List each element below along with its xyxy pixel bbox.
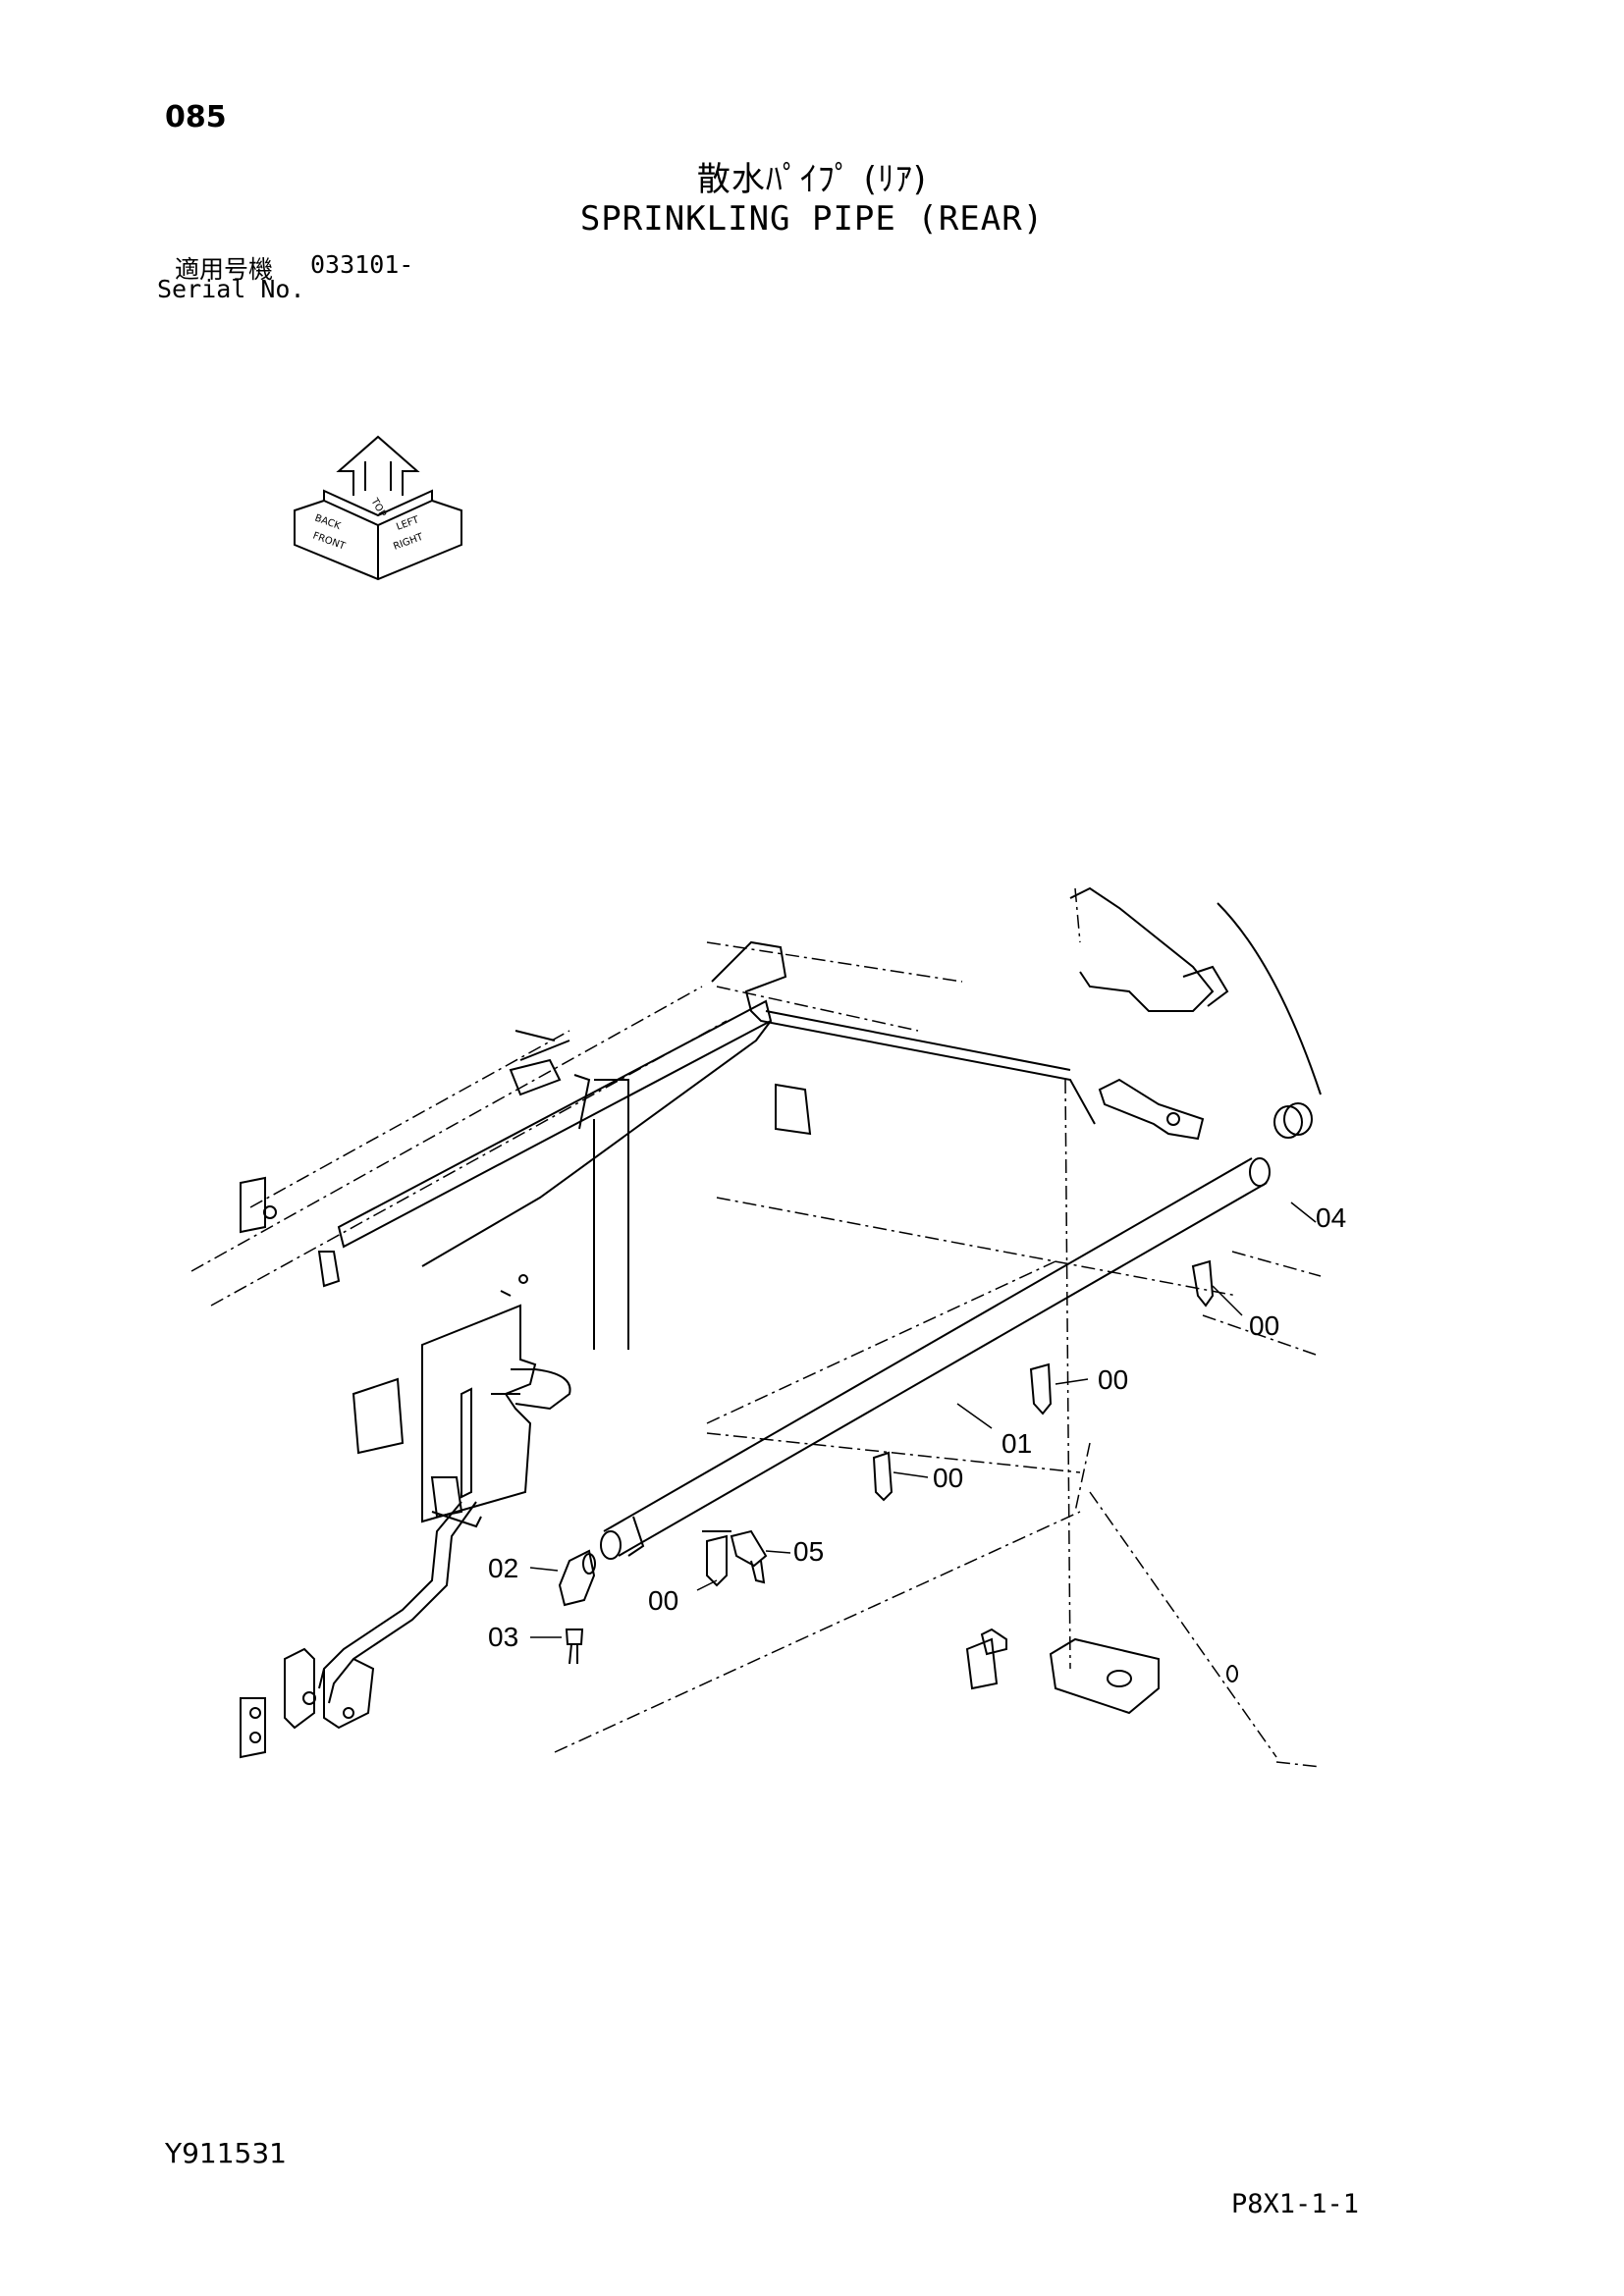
orientation-label-top: TOP	[368, 496, 388, 519]
callout-02: 02	[488, 1553, 518, 1583]
page-number: 085	[165, 100, 227, 134]
page-code: P8X1-1-1	[1231, 2189, 1360, 2219]
callout-00-b: 00	[1098, 1364, 1128, 1395]
orientation-icon: FRONT RIGHT BACK LEFT TOP	[294, 435, 462, 581]
serial-label-japanese: 適用号機	[175, 255, 274, 284]
leader-lines	[529, 1201, 1317, 1638]
serial-value: 033101-	[310, 250, 414, 279]
callout-01: 01	[1001, 1428, 1032, 1459]
title-japanese: 散水ﾊﾟｲﾌﾟ (ﾘｱ)	[696, 160, 928, 199]
orientation-label-left: LEFT	[395, 514, 421, 533]
frame-phantom-lines	[190, 887, 1322, 1768]
title-english: SPRINKLING PIPE (REAR)	[579, 199, 1045, 239]
pipe-cap-04	[1273, 1102, 1313, 1139]
callout-04: 04	[1316, 1202, 1346, 1233]
nozzles	[702, 1259, 1215, 1587]
serial-label-english: Serial No.	[157, 275, 305, 303]
drawing-number: Y911531	[165, 2137, 287, 2169]
callout-03: 03	[488, 1622, 518, 1652]
callout-05: 05	[793, 1536, 824, 1567]
orientation-label-front: FRONT	[311, 530, 348, 552]
callout-00-c: 00	[933, 1463, 963, 1493]
elbow-02-and-bolt-03	[558, 1549, 596, 1665]
orientation-label-right: RIGHT	[392, 531, 425, 552]
callout-00-a: 00	[1249, 1310, 1279, 1341]
callout-00-d: 00	[648, 1585, 678, 1616]
orientation-label-back: BACK	[313, 512, 343, 532]
frame-solid-parts	[240, 886, 1322, 1759]
sprinkling-pipe	[600, 1157, 1271, 1560]
